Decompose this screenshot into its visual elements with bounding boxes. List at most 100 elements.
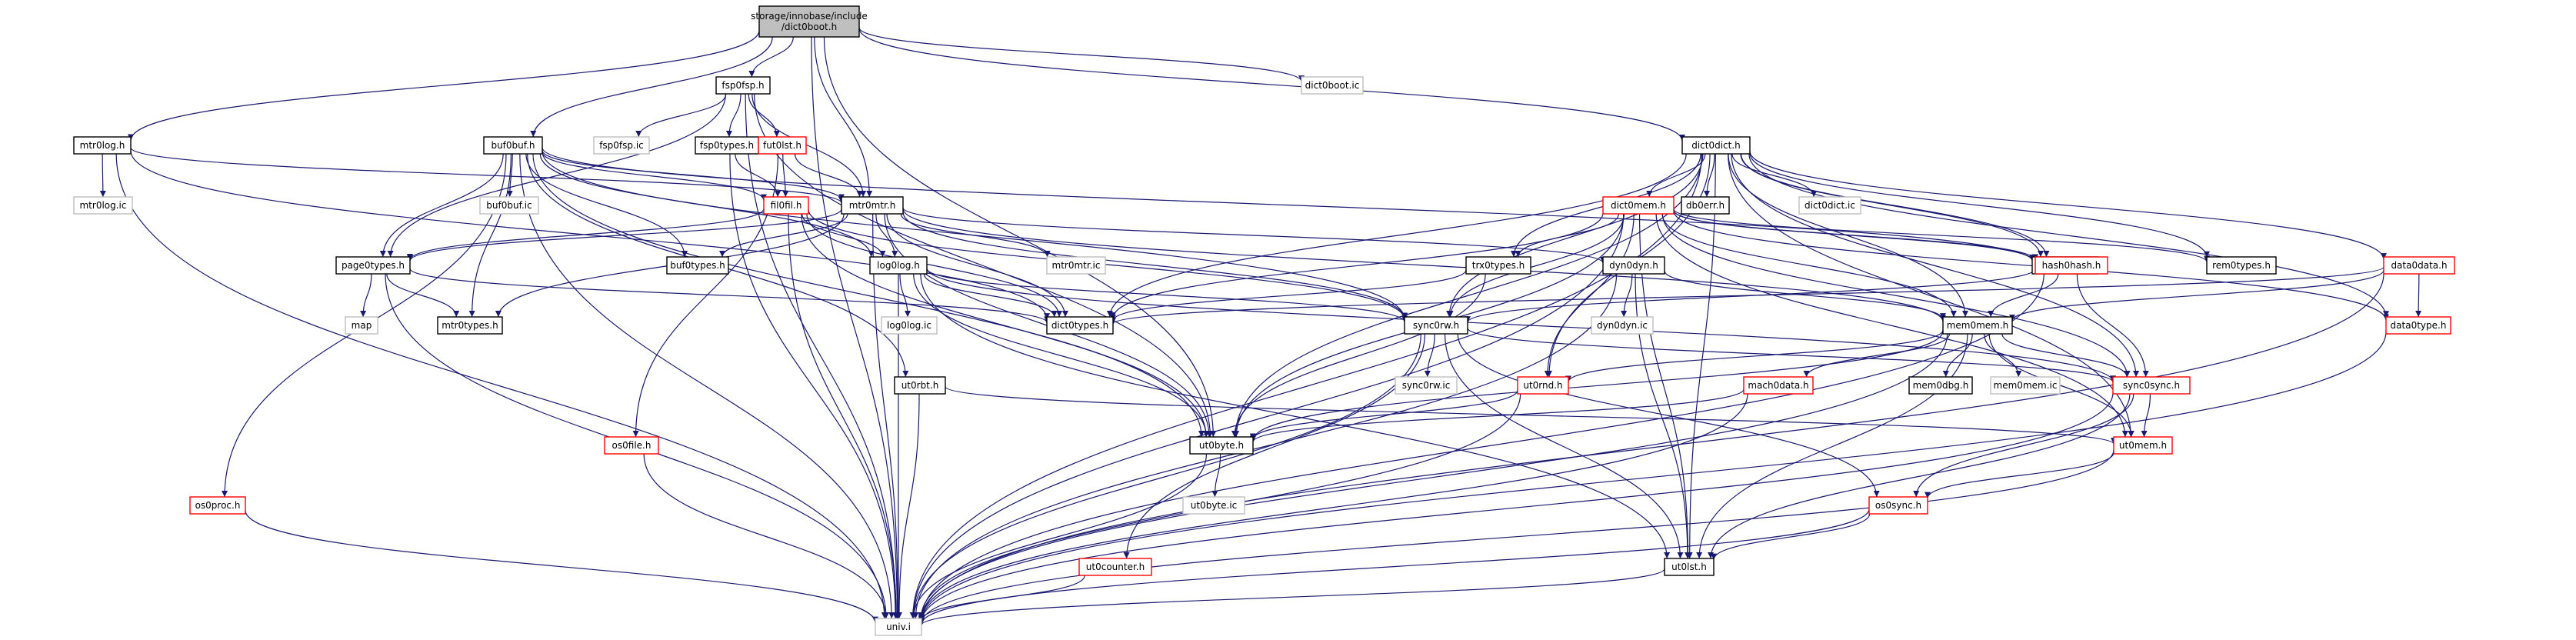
node-buf0buf_ic[interactable]: buf0buf.ic — [479, 196, 539, 215]
node-label-buf0buf: buf0buf.h — [491, 140, 535, 151]
node-label-data0data: data0data.h — [2391, 260, 2447, 271]
edge-fsp0fsp-to-univ — [745, 93, 899, 619]
node-box-dict0dict_ic — [1798, 196, 1861, 215]
node-label-hash0hash: hash0hash.h — [2042, 260, 2101, 271]
node-label-ut0lst: ut0lst.h — [1671, 562, 1707, 572]
node-label-os0file: os0file.h — [612, 440, 651, 451]
node-mtr0log[interactable]: mtr0log.h — [73, 136, 132, 155]
node-label-dict0boot_ic: dict0boot.ic — [1305, 80, 1360, 91]
node-label-mtr0mtr_ic: mtr0mtr.ic — [1052, 260, 1101, 271]
node-label-fut0lst: fut0lst.h — [763, 140, 801, 151]
node-dict0mem[interactable]: dict0mem.h — [1602, 196, 1675, 215]
edge-mem0mem-to-mem0mem_ic — [1984, 333, 2022, 378]
node-label-dict0dict_ic: dict0dict.ic — [1805, 200, 1855, 211]
edge-root-to-mtr0mtr — [814, 36, 873, 198]
node-mtr0types[interactable]: mtr0types.h — [437, 316, 503, 335]
node-os0file[interactable]: os0file.h — [604, 436, 659, 455]
edge-mem0mem-to-mem0dbg — [1942, 333, 1973, 378]
node-map[interactable]: map — [345, 316, 378, 335]
edge-buf0buf-to-page0types — [379, 153, 504, 258]
node-hash0hash[interactable]: hash0hash.h — [2034, 256, 2108, 275]
node-mach0data[interactable]: mach0data.h — [1743, 376, 1814, 395]
node-ut0mem[interactable]: ut0mem.h — [2113, 436, 2173, 455]
node-mem0dbg[interactable]: mem0dbg.h — [1908, 376, 1973, 395]
node-data0data[interactable]: data0data.h — [2383, 256, 2455, 275]
node-mtr0mtr_ic[interactable]: mtr0mtr.ic — [1046, 256, 1106, 275]
edge-os0file-to-univ — [643, 453, 889, 619]
edge-sync0rw-to-univ — [910, 333, 1421, 619]
edge-root-to-dict0boot_ic — [858, 27, 1305, 82]
edge-ut0byte-to-ut0byte_ic — [1211, 453, 1221, 498]
edge-mem0mem-to-univ — [918, 333, 1948, 621]
edge-dict0mem-to-mem0mem — [1661, 213, 1957, 318]
edge-hash0hash-to-mem0mem — [1988, 273, 2059, 318]
node-univ[interactable]: univ.i — [875, 618, 922, 636]
node-dict0dict_ic[interactable]: dict0dict.ic — [1798, 196, 1861, 215]
header-nodes: storage/innobase/include/dict0boot.h fsp0… — [73, 5, 2455, 636]
edge-dyn0dyn-to-univ — [912, 273, 1618, 619]
node-ut0counter[interactable]: ut0counter.h — [1078, 558, 1152, 576]
edge-dyn0dyn-to-mem0mem — [1664, 270, 1946, 320]
node-fil0fil[interactable]: fil0fil.h — [763, 196, 809, 215]
node-label-fsp0fsp: fsp0fsp.h — [721, 80, 764, 91]
edge-fsp0types-to-fil0fil — [735, 153, 781, 198]
edge-fsp0fsp-to-fsp0types — [725, 93, 741, 138]
node-mem0mem_ic[interactable]: mem0mem.ic — [1990, 376, 2061, 395]
node-buf0types[interactable]: buf0types.h — [666, 256, 729, 275]
edge-log0log-to-ut0byte — [913, 273, 1210, 438]
node-page0types[interactable]: page0types.h — [335, 256, 411, 275]
node-fut0lst[interactable]: fut0lst.h — [758, 136, 807, 155]
node-box-ut0rbt — [894, 376, 946, 395]
node-box-dyn0dyn — [1602, 256, 1665, 275]
node-dyn0dyn_ic[interactable]: dyn0dyn.ic — [1591, 316, 1654, 335]
node-ut0byte[interactable]: ut0byte.h — [1189, 436, 1254, 455]
node-box-log0log_ic — [881, 316, 938, 335]
edge-data0data-to-univ — [918, 273, 2384, 622]
node-label-mem0dbg: mem0dbg.h — [1913, 380, 1969, 391]
node-dict0boot_ic[interactable]: dict0boot.ic — [1301, 76, 1364, 95]
edge-sync0rw-to-os0sync — [1457, 333, 1880, 498]
node-trx0types[interactable]: trx0types.h — [1465, 256, 1531, 275]
node-log0log[interactable]: log0log.h — [869, 256, 928, 275]
node-sync0rw[interactable]: sync0rw.h — [1404, 316, 1468, 335]
node-label-mtr0log: mtr0log.h — [80, 140, 125, 151]
node-mtr0log_ic[interactable]: mtr0log.ic — [73, 196, 133, 215]
node-fsp0fsp_ic[interactable]: fsp0fsp.ic — [593, 136, 650, 155]
node-mem0mem[interactable]: mem0mem.h — [1942, 316, 2013, 335]
node-box-os0file — [604, 436, 659, 455]
edge-ut0counter-to-univ — [918, 575, 1085, 621]
edge-dict0dict-to-ut0mem — [1728, 153, 2134, 438]
node-ut0rnd[interactable]: ut0rnd.h — [1517, 376, 1569, 395]
node-data0type[interactable]: data0type.h — [2385, 316, 2451, 335]
node-label-root: /dict0boot.h — [781, 22, 837, 32]
node-rem0types[interactable]: rem0types.h — [2206, 256, 2277, 275]
node-dyn0dyn[interactable]: dyn0dyn.h — [1602, 256, 1665, 275]
edge-dict0mem-to-trx0types — [1515, 213, 1619, 258]
node-fsp0fsp[interactable]: fsp0fsp.h — [715, 76, 771, 95]
node-ut0byte_ic[interactable]: ut0byte.ic — [1182, 496, 1245, 515]
node-db0err[interactable]: db0err.h — [1681, 196, 1730, 215]
node-sync0rw_ic[interactable]: sync0rw.ic — [1395, 376, 1458, 395]
node-dict0dict[interactable]: dict0dict.h — [1681, 136, 1751, 155]
node-buf0buf[interactable]: buf0buf.h — [483, 136, 543, 155]
node-label-mtr0mtr: mtr0mtr.h — [849, 200, 896, 211]
node-box-dict0dict — [1681, 136, 1751, 155]
node-sync0sync[interactable]: sync0sync.h — [2112, 376, 2191, 395]
node-label-data0type: data0type.h — [2391, 320, 2447, 331]
edge-os0proc-to-univ — [245, 510, 878, 623]
node-mtr0mtr[interactable]: mtr0mtr.h — [841, 196, 904, 215]
node-fsp0types[interactable]: fsp0types.h — [695, 136, 759, 155]
node-log0log_ic[interactable]: log0log.ic — [881, 316, 938, 335]
node-box-dyn0dyn_ic — [1591, 316, 1654, 335]
node-root[interactable]: storage/innobase/include/dict0boot.h — [751, 5, 868, 38]
node-os0sync[interactable]: os0sync.h — [1868, 496, 1928, 515]
node-os0proc[interactable]: os0proc.h — [189, 496, 246, 515]
edge-trx0types-to-dict0types — [1110, 269, 1467, 322]
node-label-root: storage/innobase/include — [751, 11, 868, 22]
edge-mtr0mtr-to-mem0mem — [902, 208, 1946, 322]
node-ut0lst[interactable]: ut0lst.h — [1664, 558, 1715, 576]
node-label-mtr0log_ic: mtr0log.ic — [79, 200, 126, 211]
node-dict0types[interactable]: dict0types.h — [1046, 316, 1114, 335]
edge-dict0dict-to-ut0lst — [1686, 153, 1716, 559]
node-ut0rbt[interactable]: ut0rbt.h — [894, 376, 946, 395]
